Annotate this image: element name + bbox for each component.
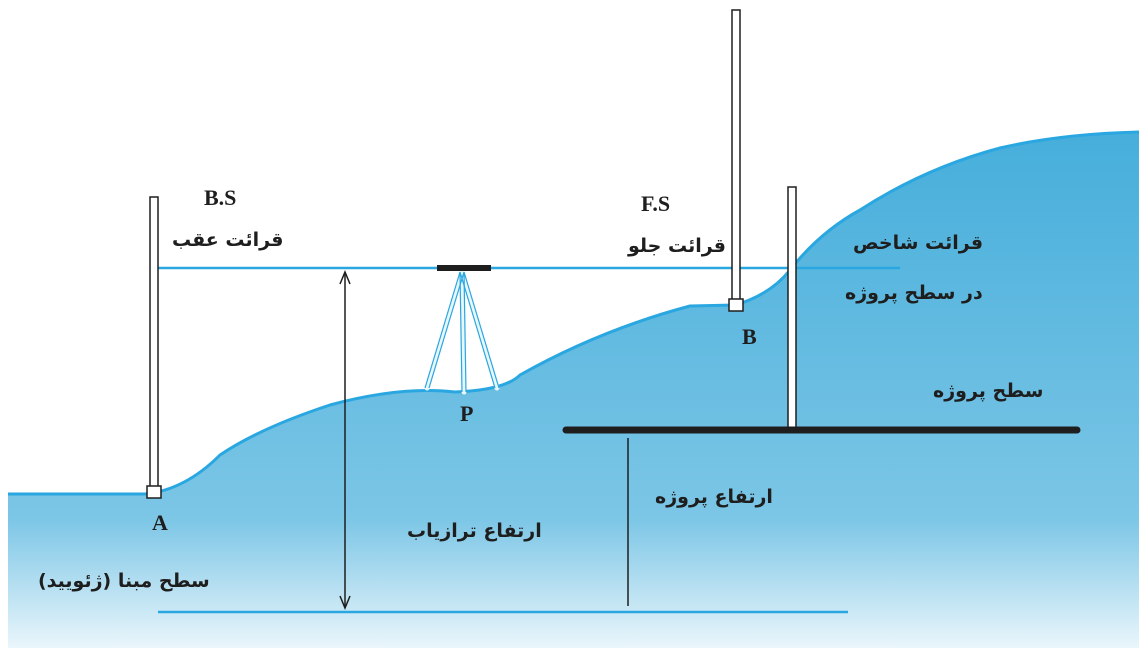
backsight-fa-label: قرائت عقب <box>172 229 284 251</box>
point-a-label: A <box>152 510 168 535</box>
staff-reading-label-line1: قرائت شاخص <box>853 232 984 254</box>
ground-terrain <box>8 132 1139 648</box>
instrument-height-arrow <box>339 270 351 610</box>
level-instrument <box>424 265 500 395</box>
project-height-label: ارتفاع پروژه <box>655 486 773 508</box>
project-staff <box>787 186 797 431</box>
staff-b <box>728 9 744 312</box>
staff-a <box>146 196 162 499</box>
foresight-fa-label: قرائت جلو <box>628 235 726 257</box>
point-p-label: P <box>460 401 474 426</box>
instrument-height-label: ارتفاع ترازیاب <box>407 520 542 542</box>
datum-label: سطح مبنا (ژئویید) <box>38 570 210 592</box>
foresight-label: F.S <box>641 191 671 216</box>
staff-reading-label-line2: در سطح پروژه <box>845 282 983 304</box>
project-level-label: سطح پروژه <box>933 380 1044 402</box>
point-b-label: B <box>742 324 757 349</box>
ground-surface-line <box>8 130 1139 496</box>
backsight-label: B.S <box>204 185 237 210</box>
